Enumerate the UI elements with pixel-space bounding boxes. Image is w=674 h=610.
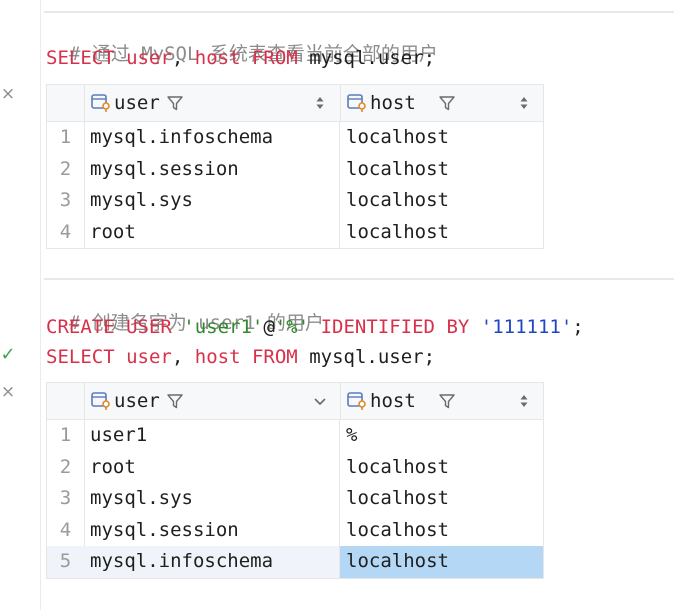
cell-host[interactable]: localhost (346, 157, 449, 180)
sql-select-line[interactable]: SELECT user, host FROM mysql.user; (46, 45, 435, 71)
cell-user[interactable]: root (84, 216, 340, 248)
string-user: 'user1' (183, 316, 264, 338)
sql-select-line[interactable]: SELECT user, host FROM mysql.user; (46, 344, 435, 370)
table-row[interactable]: 3 mysql.sys localhost (47, 483, 543, 515)
cell-host[interactable]: localhost (346, 518, 449, 541)
cell-host[interactable]: localhost (346, 487, 449, 509)
table-row[interactable]: 1 user1 % (47, 420, 543, 452)
cell-host[interactable]: localhost (346, 126, 449, 148)
column-user: user (126, 346, 172, 368)
block-separator (44, 278, 674, 280)
column-key-icon (347, 392, 366, 410)
close-result-icon[interactable]: × (0, 84, 16, 104)
table-row[interactable]: 4 mysql.session localhost (47, 514, 543, 546)
keyword-select: SELECT (46, 346, 115, 368)
row-number: 1 (47, 420, 85, 452)
grid-corner (47, 383, 85, 419)
table-row[interactable]: 2 root localhost (47, 451, 543, 483)
column-host: host (194, 346, 241, 368)
sql-comment: # 通过 MySQL 系统表查看当前全部的用户 (68, 43, 438, 65)
filter-icon[interactable] (438, 94, 456, 112)
semicolon: ; (572, 316, 584, 338)
column-key-icon (347, 94, 366, 112)
sql-comment: # 创建名字为 user1 的用户 (68, 312, 324, 334)
result-grid-2[interactable]: user host 1 user1 % 2 root localhost 3 m… (46, 382, 544, 579)
sort-descending-icon[interactable] (312, 392, 328, 410)
column-header-user[interactable]: user (84, 85, 341, 121)
cell-user[interactable]: mysql.sys (84, 483, 340, 515)
success-check-icon: ✓ (0, 344, 16, 365)
row-number: 4 (47, 216, 85, 248)
sort-icon[interactable] (518, 392, 530, 410)
column-header-host[interactable]: host (340, 383, 543, 419)
table-name: mysql.user (309, 346, 424, 368)
row-number: 3 (47, 483, 85, 515)
sql-comment-line[interactable]: # 创建名字为 user1 的用户 (46, 284, 324, 334)
comma: , (171, 47, 184, 69)
column-user: user (126, 47, 172, 69)
column-key-icon (91, 392, 110, 410)
sql-create-user-line[interactable]: CREATE USER 'user1'@'%' IDENTIFIED BY '1… (46, 314, 584, 340)
cell-host-selected[interactable]: localhost (340, 546, 543, 578)
column-name: host (370, 92, 416, 114)
cell-host[interactable]: localhost (346, 455, 449, 478)
semicolon: ; (423, 346, 436, 368)
result-grid-1[interactable]: user host 1 mysql.infoschema localhost 2… (46, 84, 544, 249)
cell-host[interactable]: localhost (346, 189, 449, 211)
table-name: mysql.user (309, 47, 424, 69)
column-header-user[interactable]: user (84, 383, 341, 419)
sort-icon[interactable] (518, 94, 530, 112)
keyword-create-user: CREATE USER (46, 316, 172, 338)
table-row[interactable]: 1 mysql.infoschema localhost (47, 122, 543, 154)
column-host: host (194, 47, 241, 69)
sql-comment-line[interactable]: # 通过 MySQL 系统表查看当前全部的用户 (46, 15, 438, 65)
column-header-host[interactable]: host (340, 85, 543, 121)
cell-host[interactable]: localhost (346, 220, 449, 243)
column-name: host (370, 390, 416, 412)
comma: , (171, 346, 184, 368)
row-number: 5 (47, 546, 85, 578)
row-number: 3 (47, 185, 85, 217)
cell-user[interactable]: user1 (84, 420, 340, 452)
column-key-icon (91, 94, 110, 112)
cell-user[interactable]: mysql.session (84, 514, 340, 546)
grid-header: user host (47, 383, 543, 420)
row-number: 1 (47, 122, 85, 154)
semicolon: ; (423, 47, 436, 69)
sort-icon[interactable] (314, 94, 326, 112)
table-row[interactable]: 2 mysql.session localhost (47, 153, 543, 185)
editor-gutter (0, 0, 40, 610)
keyword-identified-by: IDENTIFIED BY (320, 316, 470, 338)
string-host: '%' (274, 316, 310, 338)
string-password: '111111' (480, 316, 573, 338)
close-result-icon[interactable]: × (0, 382, 16, 402)
cell-user[interactable]: mysql.session (84, 153, 340, 185)
keyword-from: FROM (251, 346, 298, 368)
row-number: 2 (47, 451, 85, 483)
gutter-divider (40, 0, 41, 610)
cell-user[interactable]: mysql.infoschema (84, 546, 340, 578)
cell-user[interactable]: root (84, 451, 340, 483)
row-number: 4 (47, 514, 85, 546)
grid-header: user host (47, 85, 543, 122)
table-row-selected[interactable]: 5 mysql.infoschema localhost (47, 546, 543, 578)
cell-user[interactable]: mysql.sys (84, 185, 340, 217)
filter-icon[interactable] (166, 94, 184, 112)
cell-host[interactable]: % (346, 424, 358, 446)
grid-corner (47, 85, 85, 121)
filter-icon[interactable] (438, 392, 456, 410)
keyword-from: FROM (251, 47, 298, 69)
table-row[interactable]: 4 root localhost (47, 216, 543, 248)
block-separator (44, 11, 674, 13)
table-row[interactable]: 3 mysql.sys localhost (47, 185, 543, 217)
keyword-select: SELECT (46, 47, 115, 69)
row-number: 2 (47, 153, 85, 185)
filter-icon[interactable] (166, 392, 184, 410)
column-name: user (114, 390, 160, 412)
cell-user[interactable]: mysql.infoschema (84, 122, 340, 154)
column-name: user (114, 92, 160, 114)
at-sign: @ (263, 316, 275, 338)
